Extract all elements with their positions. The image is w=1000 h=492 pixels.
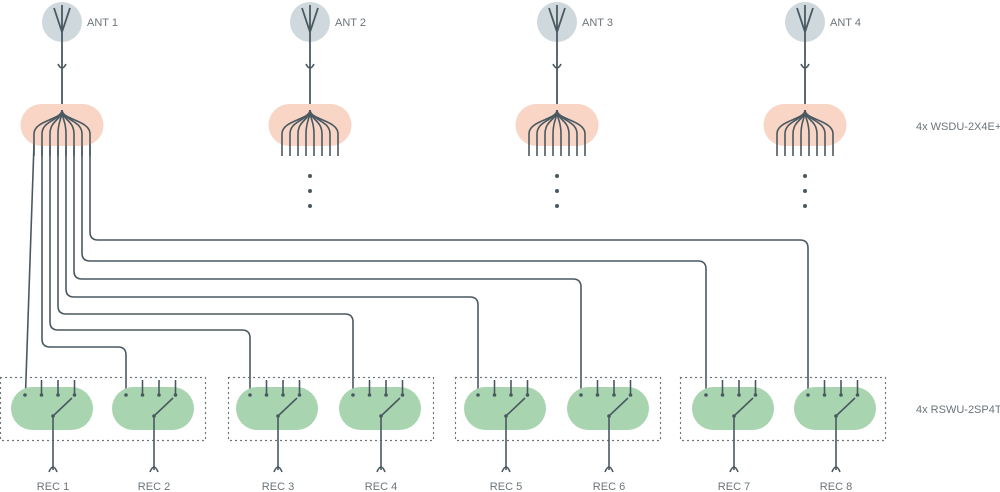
- antenna-1: ANT 1: [42, 2, 118, 104]
- receiver-label: REC 7: [718, 481, 750, 492]
- receiver-label: REC 4: [365, 481, 397, 492]
- ellipsis-dot: [308, 204, 312, 208]
- switch-icon: [52, 397, 73, 417]
- wire-3: [49, 144, 251, 408]
- ellipsis-dot: [555, 189, 559, 193]
- antennas: ANT 1 ANT 2 ANT 3 ANT 4: [42, 2, 861, 104]
- receiver-label: REC 2: [138, 481, 170, 492]
- wires: [24, 143, 809, 409]
- ellipsis-dot: [555, 174, 559, 178]
- switch-group-2: [227, 376, 435, 442]
- switch-icon: [608, 397, 629, 417]
- switch-6: [567, 380, 649, 470]
- switches: [11, 380, 876, 470]
- switch-groups: [0, 376, 887, 442]
- wire-6: [73, 144, 582, 408]
- connector-icon: [48, 466, 58, 473]
- switch-group-1: [0, 376, 207, 442]
- ellipsis-dot: [308, 189, 312, 193]
- splitter-1: [20, 104, 104, 156]
- splitter-3: [515, 104, 599, 208]
- wire-5: [65, 144, 479, 408]
- receiver-4: REC 4: [365, 466, 397, 492]
- switch-4: [339, 380, 421, 470]
- receiver-7: REC 7: [718, 466, 750, 492]
- receiver-8: REC 8: [820, 466, 852, 492]
- antenna-label: ANT 4: [830, 17, 861, 29]
- ellipsis-dot: [555, 204, 559, 208]
- connector-icon: [729, 466, 739, 473]
- antenna-label: ANT 1: [87, 17, 118, 29]
- connector-icon: [604, 466, 614, 473]
- switch-8: [794, 380, 876, 470]
- connector-icon: [501, 466, 511, 473]
- splitters: [20, 104, 847, 208]
- wire-8: [89, 144, 809, 408]
- switch-7: [692, 380, 774, 470]
- switch-group-3: [454, 376, 662, 442]
- switch-1: [11, 380, 93, 470]
- switch-icon: [380, 397, 401, 417]
- wire-4: [57, 144, 354, 408]
- connector-icon: [800, 63, 810, 69]
- wire-7: [81, 144, 707, 408]
- switch-icon: [835, 397, 856, 417]
- connector-icon: [305, 63, 315, 69]
- connector-icon: [57, 63, 67, 69]
- wire-2: [41, 144, 127, 408]
- switch-model-label: 4x RSWU-2SP4TS+: [916, 404, 1000, 416]
- connector-icon: [149, 466, 159, 473]
- connector-icon: [273, 466, 283, 473]
- connector-icon: [552, 63, 562, 69]
- connector-icon: [831, 466, 841, 473]
- switch-group-4: [679, 376, 887, 442]
- connector-icon: [376, 466, 386, 473]
- splitter-2: [268, 104, 352, 208]
- switch-3: [236, 380, 318, 470]
- switch-icon: [733, 397, 754, 417]
- switch-2: [112, 380, 194, 470]
- ellipsis-dot: [803, 189, 807, 193]
- switch-5: [464, 380, 546, 470]
- receiver-label: REC 1: [37, 481, 69, 492]
- switch-icon: [277, 397, 298, 417]
- receiver-label: REC 5: [490, 481, 522, 492]
- ellipsis-dot: [803, 204, 807, 208]
- ellipsis-dot: [308, 174, 312, 178]
- antenna-label: ANT 2: [335, 17, 366, 29]
- antenna-3: ANT 3: [537, 2, 613, 104]
- wire-1: [24, 143, 35, 409]
- switch-icon: [505, 397, 526, 417]
- antenna-4: ANT 4: [785, 2, 861, 104]
- receiver-label: REC 6: [593, 481, 625, 492]
- receiver-5: REC 5: [490, 466, 522, 492]
- receiver-3: REC 3: [262, 466, 294, 492]
- receiver-2: REC 2: [138, 466, 170, 492]
- antenna-label: ANT 3: [582, 17, 613, 29]
- ellipsis-dot: [803, 174, 807, 178]
- splitter-model-label: 4x WSDU-2X4E+: [916, 121, 1000, 133]
- receiver-6: REC 6: [593, 466, 625, 492]
- switch-icon: [153, 397, 174, 417]
- receiver-label: REC 8: [820, 481, 852, 492]
- antenna-2: ANT 2: [290, 2, 366, 104]
- receiver-1: REC 1: [37, 466, 69, 492]
- receiver-label: REC 3: [262, 481, 294, 492]
- receivers: REC 1 REC 2 REC 3 REC 4 REC 5 REC 6 REC 7 REC 8: [37, 466, 852, 492]
- splitter-4: [763, 104, 847, 208]
